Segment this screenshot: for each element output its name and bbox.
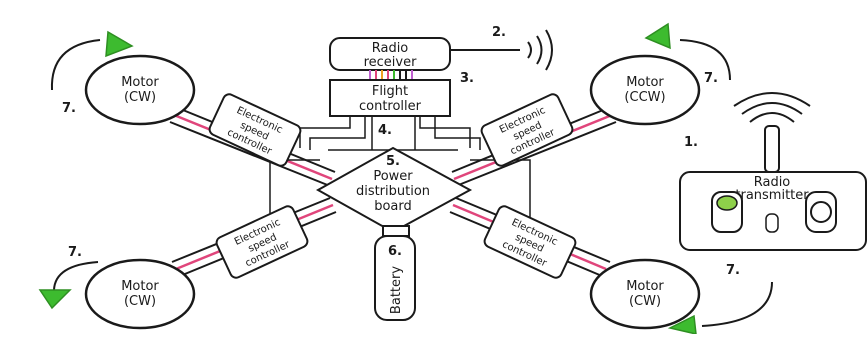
number-2: 2. [492, 25, 506, 40]
radio-receiver-line2: receiver [364, 55, 418, 70]
esc-bottom-left: Electronic speed controller [215, 205, 309, 279]
radio-receiver-line1: Radio [372, 41, 409, 56]
rotation-arrow-icon [667, 281, 773, 335]
number-6: 6. [388, 244, 402, 259]
motor-bottom-right-line1: Motor [626, 279, 664, 294]
battery: 6. Battery [374, 225, 416, 321]
number-7-bottom-right: 7. [726, 263, 740, 278]
number-7-top-left: 7. [62, 101, 76, 116]
knob-icon [810, 201, 832, 223]
motor-bottom-left-line2: (CW) [124, 294, 156, 309]
flight-controller-line1: Flight [372, 84, 408, 99]
motor-bottom-left-line1: Motor [121, 279, 159, 294]
number-5: 5. [386, 154, 400, 169]
radio-transmitter-line1: Radio [754, 175, 791, 190]
receiver-wires [369, 70, 413, 80]
power-board-line2: distribution [356, 184, 430, 199]
led-icon [716, 195, 738, 211]
number-3: 3. [460, 71, 474, 86]
motor-bottom-right: Motor (CW) [589, 258, 701, 330]
motor-top-left-line1: Motor [121, 75, 159, 90]
motor-top-right-line2: (CCW) [624, 90, 665, 105]
number-7-bottom-left: 7. [68, 245, 82, 260]
power-board-line3: board [374, 199, 412, 214]
motor-bottom-left: Motor (CW) [84, 258, 196, 330]
radio-transmitter: Radio transmitter [679, 92, 867, 251]
motor-top-right: Motor (CCW) [589, 54, 701, 126]
rotation-arrow-icon [50, 30, 134, 91]
number-4: 4. [378, 123, 392, 138]
flight-controller: Flight controller [329, 79, 451, 117]
flight-controller-line2: controller [359, 99, 422, 114]
motor-bottom-right-line2: (CW) [629, 294, 661, 309]
rotation-arrow-icon [644, 22, 731, 81]
motor-top-left: Motor (CW) [84, 54, 196, 126]
motor-top-right-line1: Motor [626, 75, 664, 90]
motor-top-left-line2: (CW) [124, 90, 156, 105]
radio-transmitter-line2: transmitter [735, 188, 809, 203]
radio-receiver: Radio receiver [329, 37, 451, 71]
signal-waves-icon [450, 29, 553, 71]
switch-icon [765, 213, 779, 233]
signal-waves-icon [733, 92, 811, 123]
rotation-arrow-icon [38, 261, 99, 310]
power-distribution-board: 5. Power distribution board [315, 146, 473, 234]
number-7-top-right: 7. [704, 71, 718, 86]
esc-top-right: Electronic speed controller [480, 93, 574, 167]
power-board-line1: Power [373, 169, 413, 184]
number-1: 1. [684, 135, 698, 150]
esc-top-left: Electronic speed controller [208, 93, 302, 167]
battery-label: Battery [389, 266, 404, 314]
